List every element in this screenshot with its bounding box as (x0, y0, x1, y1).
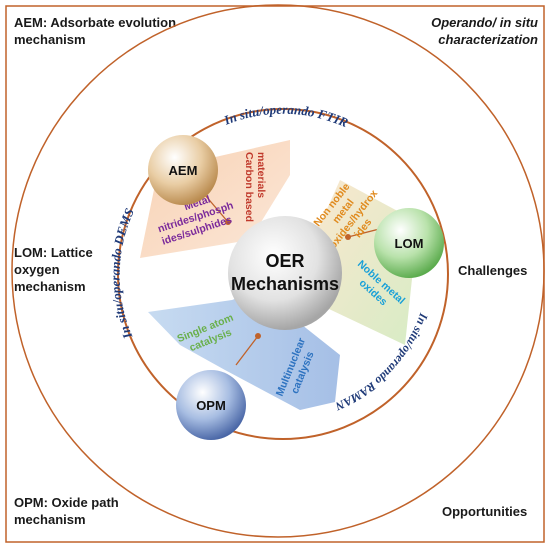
center-label-line2: Mechanisms (231, 274, 339, 294)
inner-ring (117, 108, 449, 440)
aem-connector-dot (225, 219, 231, 225)
outer-circle (11, 4, 545, 538)
center-label-line1: OER (265, 251, 304, 271)
lom-sphere (374, 208, 444, 278)
aem-sphere (148, 135, 218, 205)
aem-sphere-label: AEM (169, 163, 198, 178)
opportunities-label: Opportunities (442, 504, 528, 519)
ftir-label: In situ/operando FTIR (221, 102, 351, 131)
lom-connector-dot (345, 234, 351, 240)
opm-sphere (176, 370, 246, 440)
challenges-label: Challenges (458, 263, 528, 278)
dems-label: In situ/operando DEMS (108, 206, 137, 342)
opm-connector-dot (255, 333, 261, 339)
operando-characterization-label: Operando/ in situ characterization (431, 15, 538, 47)
carbon-materials-text: Carbon based materials (243, 152, 267, 225)
center-sphere (228, 216, 342, 330)
aem-connector (204, 194, 229, 223)
lom-definition: LOM: Lattice oxygen mechanism (14, 245, 93, 294)
opm-definition: OPM: Oxide path mechanism (14, 495, 119, 527)
opm-connector (235, 335, 259, 366)
lom-sphere-label: LOM (395, 236, 424, 251)
opm-sphere-label: OPM (196, 398, 226, 413)
aem-definition: AEM: Adsorbate evolution mechanism (14, 15, 177, 47)
